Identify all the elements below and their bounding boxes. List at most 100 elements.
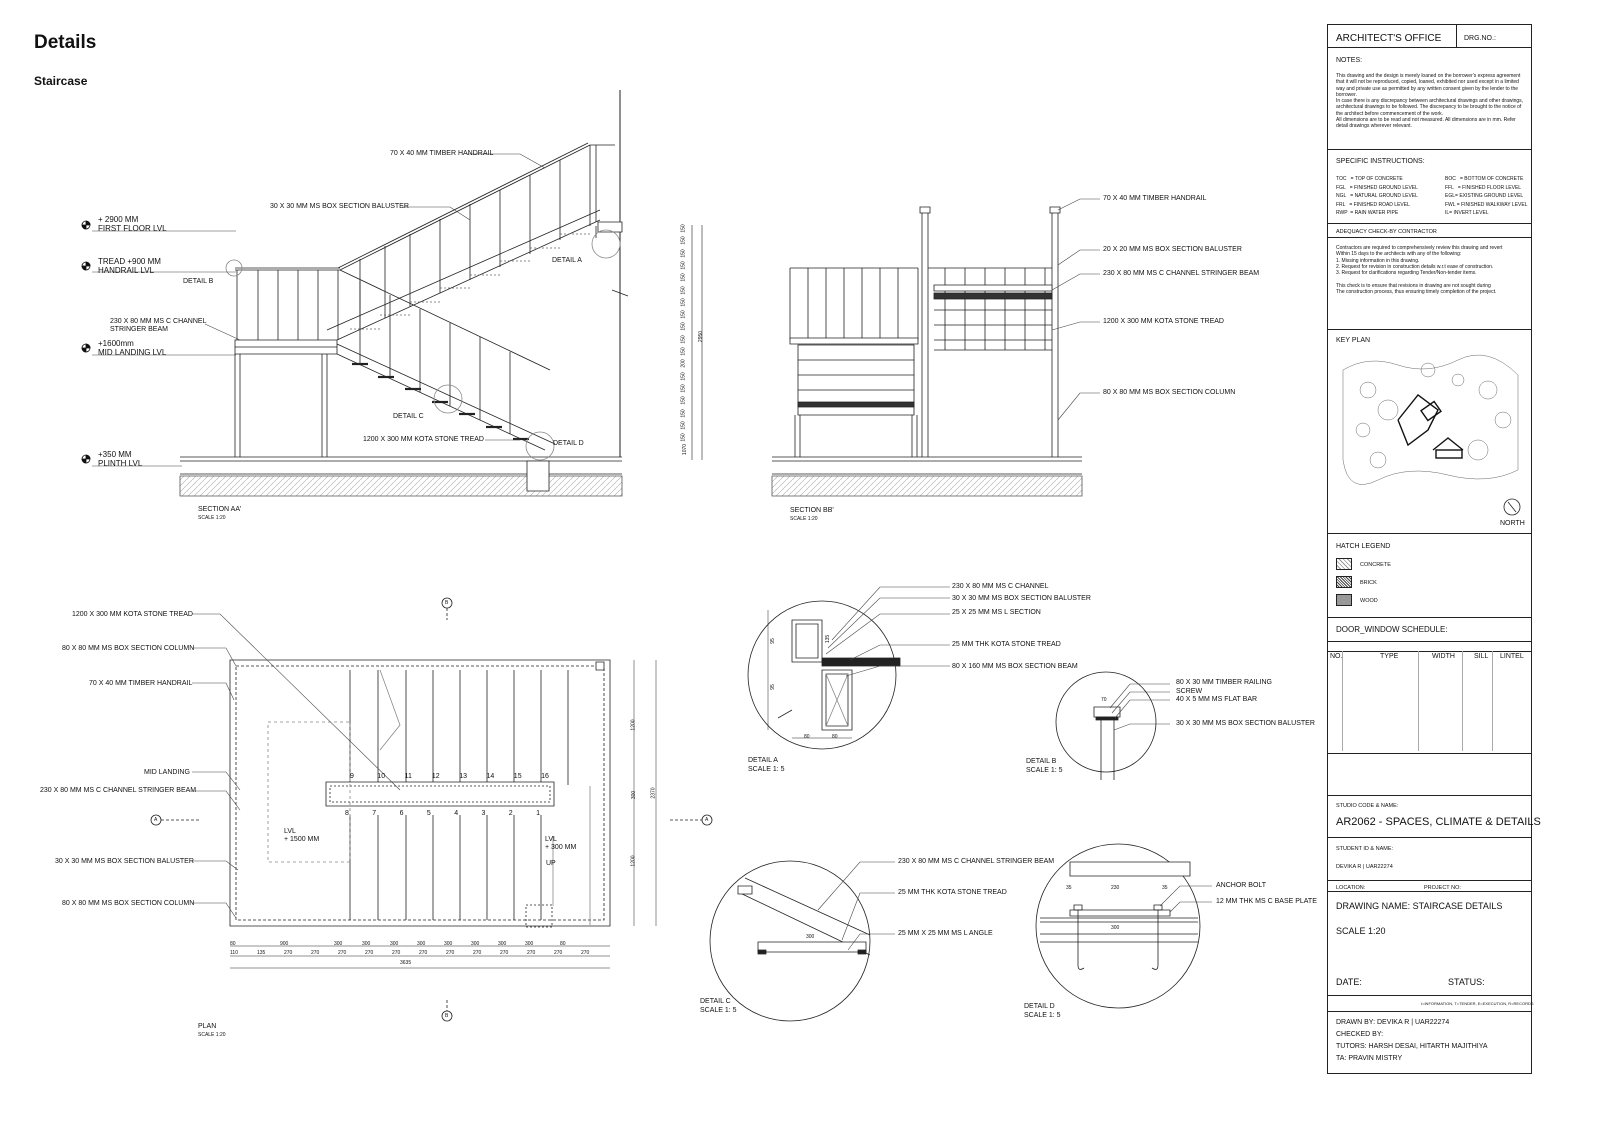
plan-dim-right-1: 1200 [630,719,637,731]
plan-step-number: 15 [513,773,522,780]
level-value: +1600mm [98,339,134,348]
vertical-dim-label: 150 [680,285,687,295]
vertical-dim-label: 150 [680,261,687,270]
detail-a-note-5: 80 X 160 MM MS BOX SECTION BEAM [952,663,1078,670]
detail-a-dim-5: 80 [832,734,838,740]
aa-handrail-label: 70 X 40 MM TIMBER HANDRAIL [390,150,494,157]
tb-abbreviation: FFL = FINISHED FLOOR LEVEL [1445,184,1522,191]
section-bb-scale: SCALE 1:20 [790,516,818,522]
detail-b-drawing [1056,672,1170,780]
detail-c-dim: 300 [806,934,815,940]
plan-dim-total: 3635 [400,960,412,966]
plan-step-number: 5 [426,810,431,817]
level-value: + 2900 MM [98,215,139,224]
plan-dim-label: 270 [392,950,401,956]
section-bb-title: SECTION BB' [790,507,834,514]
bb-stringer-label: 230 X 80 MM MS C CHANNEL STRINGER BEAM [1103,270,1260,277]
tb-drg-no: DRG.NO.: [1464,35,1496,42]
detail-d-dim-4: 300 [1111,925,1120,931]
detail-c-note-3: 25 MM X 25 MM MS L ANGLE [898,930,993,937]
detail-b-note-1: 80 X 30 MM TIMBER RAILING [1176,679,1272,686]
key-plan-map [1342,354,1519,485]
detail-a-dim-1: 95 [769,638,776,644]
tb-schedule-col: LINTEL [1500,653,1524,660]
tb-schedule-col: SILL [1474,653,1489,660]
plan-marker-b-bottom: B [445,1013,449,1019]
plan-step-number: 14 [486,773,495,780]
plan-scale: SCALE 1:20 [198,1032,226,1038]
tb-schedule-col: NO. [1330,653,1343,660]
detail-b-note-2: SCREW [1176,688,1203,695]
plan-callout-mid-landing: MID LANDING [144,769,190,776]
page-subtitle: Staircase [34,74,88,88]
tb-project-no: PROJECT NO: [1424,885,1461,891]
detail-a-note-3: 25 X 25 MM MS L SECTION [952,609,1041,616]
tb-abbreviation: BOC = BOTTOM OF CONCRETE [1445,176,1524,182]
plan-drawing [151,598,712,1021]
tb-abbreviation: EGL= EXISTING GROUND LEVEL [1445,193,1524,200]
aa-detail-c-tag: DETAIL C [393,413,424,420]
section-aa-drawing [82,90,628,496]
tb-schedule-divider [1492,651,1493,751]
plan-lvl-start: LVL + 300 MM [545,836,577,851]
vertical-dim-label: 150 [680,335,687,344]
detail-d-dim-2: 230 [1111,885,1120,891]
plan-marker-a-right: A [705,817,709,823]
plan-up-label: UP [546,860,556,867]
detail-b-scale: SCALE 1: 5 [1026,767,1063,774]
vertical-dim-label: 150 [680,408,687,418]
detail-a-scale: SCALE 1: 5 [748,766,785,773]
level-mid-landing: +1600mm MID LANDING LVL [98,339,166,357]
tb-status-legend: I=INFORMATION, T=TENDER, E=EXECUTION, R=… [1421,1001,1534,1006]
detail-b-dim: 70 [1101,697,1107,703]
vertical-dim-label: 150 [680,322,687,332]
plan-dim-label: 300 [525,941,534,947]
hatch-wood-swatch [1336,594,1352,606]
level-value: +350 MM [98,450,132,459]
detail-c-note-2: 25 MM THK KOTA STONE TREAD [898,889,1007,896]
plan-dim-label: 270 [419,950,428,956]
page-title: Details [34,32,97,53]
plan-dim-label: 270 [473,950,482,956]
tb-location: LOCATION: [1336,885,1366,891]
vertical-dim-label: 150 [680,396,687,405]
section-aa-scale: SCALE 1:20 [198,515,226,521]
vertical-dim-label: 150 [680,310,687,319]
detail-a-note-4: 25 MM THK KOTA STONE TREAD [952,641,1061,648]
tb-adequacy-head: ADEQUACY CHECK-BY CONTRACTOR [1336,229,1437,235]
detail-c-scale: SCALE 1: 5 [700,1007,737,1014]
tb-key-plan-head: KEY PLAN [1336,337,1371,344]
tb-schedule-head: DOOR_WINDOW SCHEDULE: [1336,625,1448,634]
plan-dim-label: 110 [230,950,238,956]
plan-step-number: 13 [459,773,467,780]
level-value: TREAD +900 MM [98,257,161,266]
plan-dim-label: 80 [560,941,566,947]
plan-callout-handrail: 70 X 40 MM TIMBER HANDRAIL [89,680,193,687]
plan-callout-stringer: 230 X 80 MM MS C CHANNEL STRINGER BEAM [40,787,197,794]
tb-drawn-by: DRAWN BY: DEVIKA R | UAR22274 [1336,1019,1450,1026]
vertical-dim-label: 1070 [682,444,689,456]
detail-d-title: DETAIL D [1024,1003,1055,1010]
plan-callout-column-bottom: 80 X 80 MM MS BOX SECTION COLUMN [62,900,195,907]
plan-step-number: 8 [345,810,349,817]
plan-lvl-landing: LVL + 1500 MM [284,828,320,843]
level-first-floor: + 2900 MM FIRST FLOOR LVL [98,215,167,233]
plan-dim-label: 300 [444,941,453,947]
plan-step-number: 2 [508,810,513,817]
detail-c-drawing [710,861,895,1021]
vertical-dim-label: 150 [680,371,687,381]
plan-title: PLAN [198,1023,217,1030]
detail-a-dim-4: 80 [804,734,810,740]
plan-step-number: 1 [536,810,540,817]
tb-student-name: DEVIKA R | UAR22274 [1336,864,1393,870]
vertical-dim-label: 150 [680,347,687,356]
detail-b-title: DETAIL B [1026,758,1057,765]
tb-abbreviation: FRL = FINISHED ROAD LEVEL [1336,201,1410,208]
level-handrail: TREAD +900 MM HANDRAIL LVL [98,257,161,275]
plan-dim-label: 270 [338,950,347,956]
hatch-concrete-swatch [1336,558,1352,570]
plan-step-number: 7 [372,810,377,817]
vertical-dim-label: 150 [680,421,687,430]
